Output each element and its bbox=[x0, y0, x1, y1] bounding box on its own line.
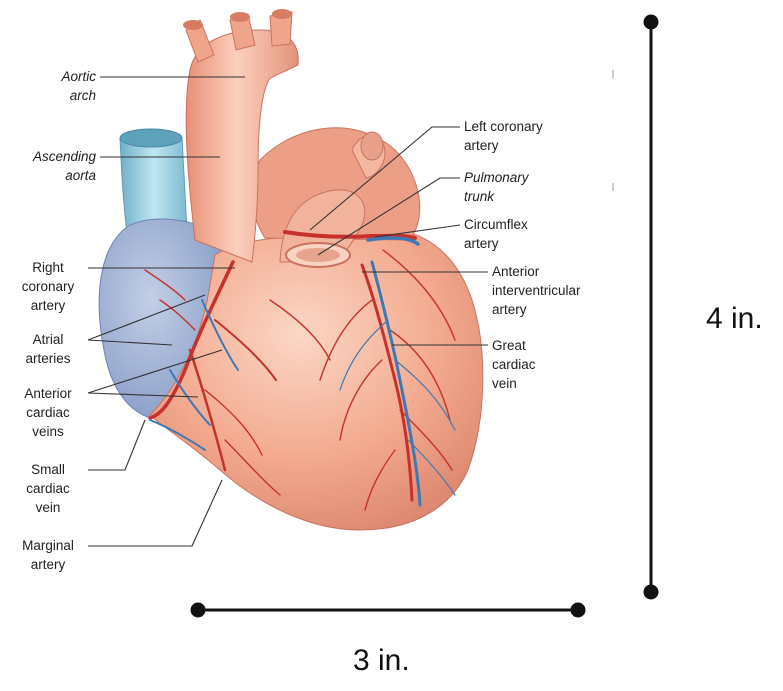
height-dimension bbox=[644, 15, 658, 599]
label-marginal-artery: Marginal artery bbox=[12, 536, 84, 574]
height-label: 4 in. bbox=[706, 302, 763, 336]
label-atrial-arteries: Atrial arteries bbox=[12, 330, 84, 368]
label-anterior-interventricular-artery: Anterior interventricular artery bbox=[492, 262, 581, 319]
label-ascending-aorta: Ascending aorta bbox=[6, 147, 96, 185]
width-label: 3 in. bbox=[353, 644, 410, 678]
label-small-cardiac-vein: Small cardiac vein bbox=[12, 460, 84, 517]
label-circumflex-artery: Circumflex artery bbox=[464, 215, 528, 253]
vena-cava-opening bbox=[120, 129, 182, 147]
label-great-cardiac-vein: Great cardiac vein bbox=[492, 336, 536, 393]
width-dimension bbox=[191, 603, 585, 617]
label-anterior-cardiac-veins: Anterior cardiac veins bbox=[12, 384, 84, 441]
label-left-coronary-artery: Left coronary artery bbox=[464, 117, 543, 155]
label-right-coronary-artery: Right coronary artery bbox=[12, 258, 84, 315]
label-pulmonary-trunk: Pulmonary trunk bbox=[464, 168, 529, 206]
label-aortic-arch: Aortic arch bbox=[30, 67, 96, 105]
